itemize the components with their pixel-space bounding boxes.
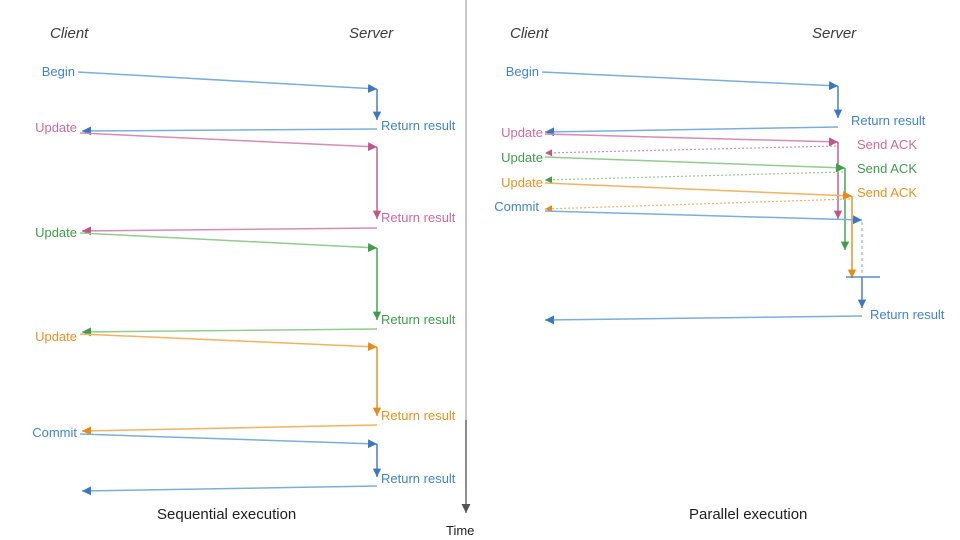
left-server-lifeline-header: Server — [349, 25, 394, 42]
right-client-label-commit: Commit — [494, 199, 539, 214]
left-panel-caption: Sequential execution — [157, 506, 297, 523]
left-server-label-return-1: Return result — [381, 118, 456, 133]
right-server-label-return-1: Return result — [851, 113, 926, 128]
right-server-lifeline-header: Server — [812, 25, 857, 42]
right-server-label-return-2: Return result — [870, 307, 945, 322]
left-client-label-update-2: Update — [35, 225, 77, 240]
msg-begin-return — [81, 126, 378, 136]
msg-update3-request — [79, 333, 378, 352]
msg-update2-request — [79, 232, 378, 253]
msg-update1-request — [79, 132, 378, 152]
msg-update1-request-parallel — [544, 133, 839, 147]
left-client-label-commit: Commit — [32, 425, 77, 440]
msg-update2-ack-parallel — [544, 171, 844, 184]
msg-begin-return-parallel — [544, 126, 839, 137]
right-client-label-begin: Begin — [505, 64, 539, 79]
left-server-label-return-3: Return result — [381, 312, 456, 327]
msg-begin-request-parallel — [541, 71, 839, 91]
left-client-label-update-1: Update — [35, 120, 77, 135]
right-client-label-update-3: Update — [501, 175, 543, 190]
left-server-label-return-5: Return result — [381, 471, 456, 486]
right-server-label-ack-3: Send ACK — [857, 185, 917, 200]
left-client-label-update-3: Update — [35, 329, 77, 344]
right-server-label-ack-2: Send ACK — [857, 161, 917, 176]
msg-commit-return — [81, 485, 378, 496]
msg-update1-return — [81, 226, 378, 236]
left-panel-flows — [77, 71, 382, 496]
right-client-lifeline-header: Client — [510, 25, 549, 42]
msg-update2-return — [81, 327, 378, 337]
msg-update1-ack-parallel — [544, 145, 837, 157]
msg-commit-request — [79, 433, 378, 449]
msg-update3-request-parallel — [544, 182, 853, 201]
right-panel-caption: Parallel execution — [689, 506, 808, 523]
msg-update3-ack-parallel — [544, 198, 851, 213]
right-client-label-update-2: Update — [501, 150, 543, 165]
msg-update2-request-parallel — [544, 156, 846, 173]
left-server-label-return-2: Return result — [381, 210, 456, 225]
time-axis-label: Time — [446, 523, 475, 538]
msg-commit-return-parallel — [544, 315, 863, 325]
right-panel-flows — [541, 71, 880, 325]
msg-begin-request — [77, 71, 378, 93]
left-server-label-return-4: Return result — [381, 408, 456, 423]
right-server-label-ack-1: Send ACK — [857, 137, 917, 152]
msg-update3-return — [81, 424, 378, 436]
msg-commit-request-parallel — [544, 210, 863, 225]
left-client-label-begin: Begin — [41, 64, 75, 79]
right-client-label-update-1: Update — [501, 125, 543, 140]
left-client-lifeline-header: Client — [50, 25, 89, 42]
